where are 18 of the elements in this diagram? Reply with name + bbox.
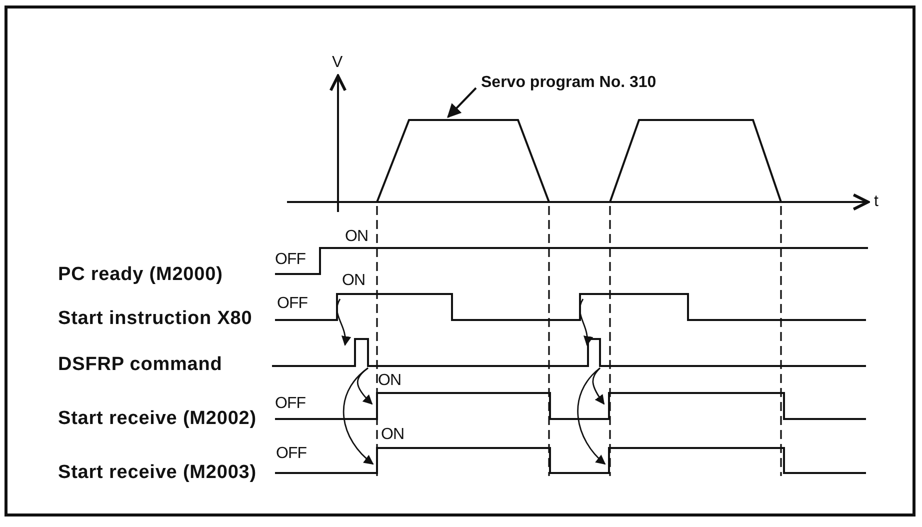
state-label: OFF — [276, 446, 306, 462]
callout-text: Servo program No. 310 — [481, 75, 656, 91]
state-label: ON — [381, 427, 404, 443]
axis-label: V — [332, 55, 342, 71]
state-label: OFF — [277, 296, 308, 312]
signal-name: Start receive (M2002) — [58, 409, 257, 428]
signal-name: DSFRP command — [58, 355, 222, 374]
state-label: OFF — [275, 396, 306, 412]
state-label: ON — [345, 229, 368, 245]
state-label: ON — [342, 273, 365, 289]
signal-name: Start receive (M2003) — [58, 463, 257, 482]
state-label: ON — [378, 373, 401, 389]
axis-label: t — [874, 194, 878, 210]
signal-name: Start instruction X80 — [58, 309, 252, 328]
signal-name: PC ready (M2000) — [58, 265, 223, 284]
leader-line — [447, 87, 477, 118]
state-label: OFF — [275, 252, 306, 268]
velocity-trapezoid — [376, 119, 550, 202]
